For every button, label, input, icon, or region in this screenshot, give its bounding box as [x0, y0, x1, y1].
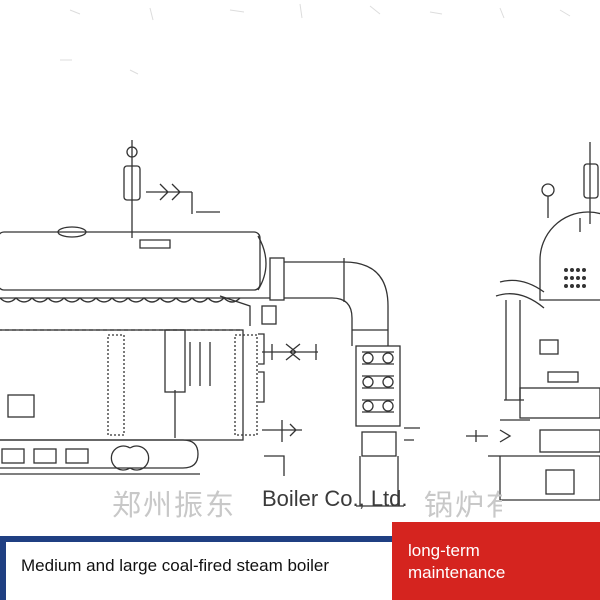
steam-valve-tower: [123, 140, 220, 249]
bottom-banner: Medium and large coal-fired steam boiler…: [0, 522, 600, 600]
chain-grate: [0, 439, 200, 475]
feature-badge: long-term maintenance: [392, 522, 600, 600]
boiler-technical-drawing: [0, 3, 600, 507]
faint-top-marks: [60, 3, 571, 75]
product-card: Medium and large coal-fired steam boiler: [0, 536, 400, 600]
main-boiler-drum: [0, 226, 277, 326]
boiler-body: [0, 329, 265, 441]
watermark-chinese-suffix: 锅炉有限公司: [424, 488, 502, 520]
feed-pipe-valves: [262, 343, 318, 476]
product-card-inner: Medium and large coal-fired steam boiler: [6, 542, 400, 600]
flue-duct: [269, 257, 389, 346]
watermark-chinese-prefix: 郑州振东: [112, 488, 237, 520]
product-label: Medium and large coal-fired steam boiler: [21, 556, 330, 575]
feature-label: long-term maintenance: [408, 541, 506, 582]
company-name: Boiler Co., Ltd.: [262, 486, 408, 511]
watermark: 郑州振东 锅炉有限公司: [112, 480, 502, 520]
side-view-boiler: [466, 142, 600, 501]
economizer: [355, 345, 420, 507]
